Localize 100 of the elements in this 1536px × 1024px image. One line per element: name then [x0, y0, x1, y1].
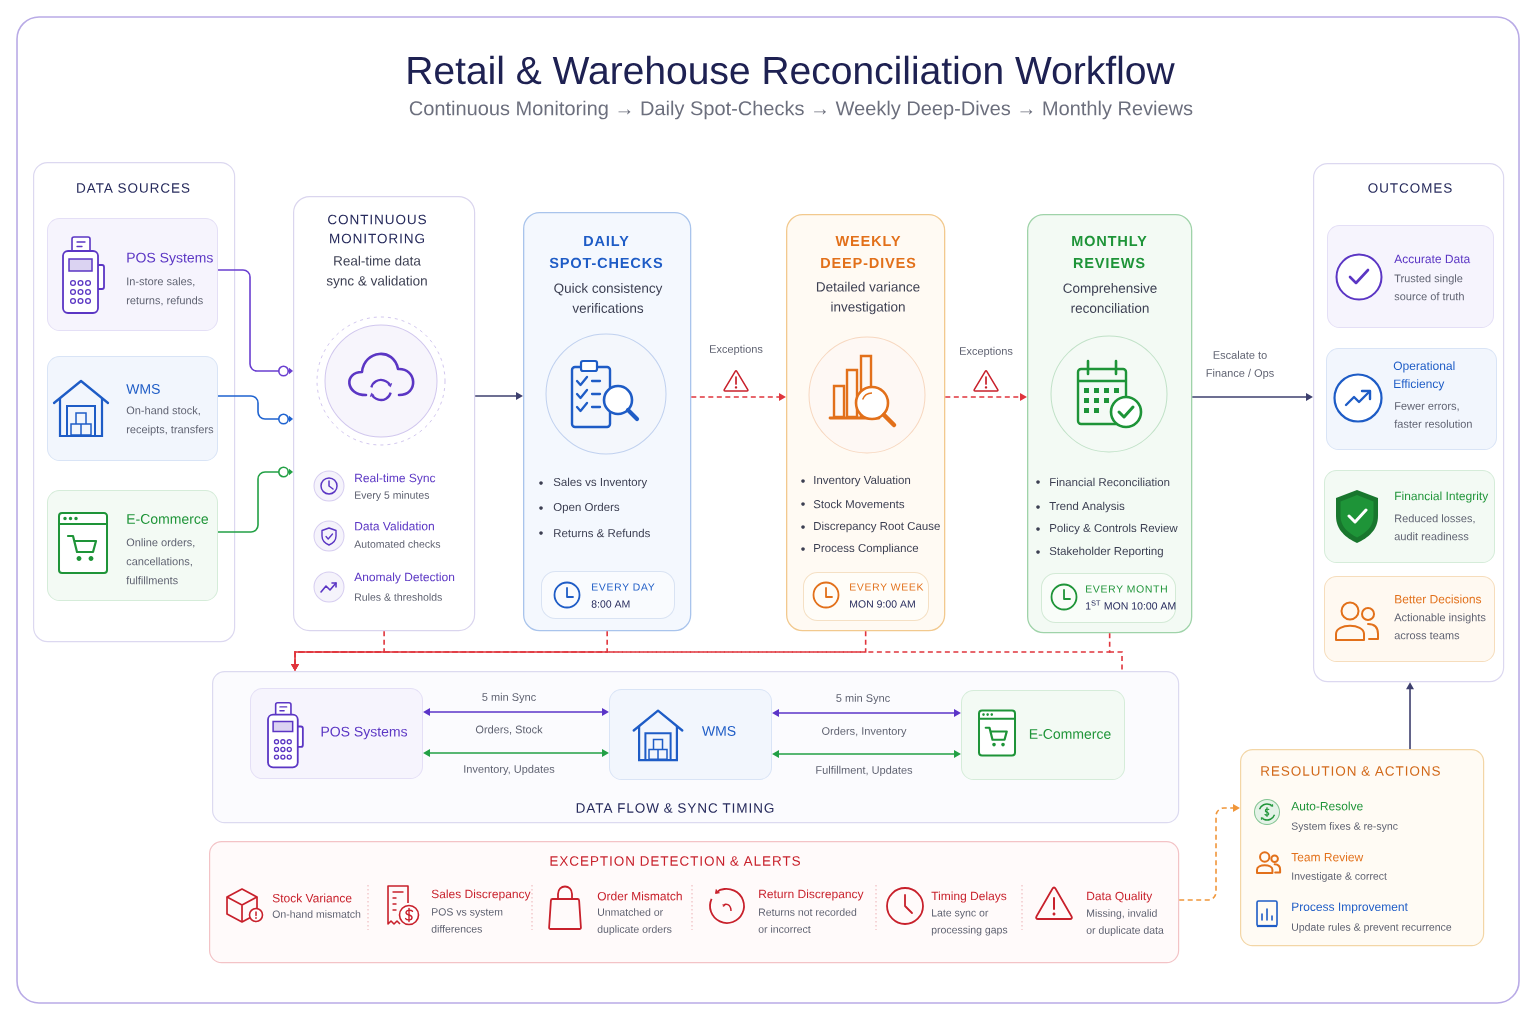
dashed-arrow	[944, 393, 1027, 401]
double-arrow	[772, 709, 961, 717]
item-text: Late sync or processing gaps	[931, 909, 1008, 936]
double-arrow	[772, 750, 961, 758]
title: Retail & Warehouse Reconciliation Workflow	[408, 55, 1175, 85]
schedule-label: EVERY WEEK	[850, 583, 924, 591]
item-title: Order Mismatch	[597, 891, 682, 901]
item-text: Rules & thresholds	[355, 593, 442, 601]
item-text: Update rules & prevent recurrence	[1292, 923, 1452, 933]
item-title: Sales Discrepancy	[431, 889, 531, 901]
item-text: POS vs system differences	[431, 908, 503, 933]
item-text: On-hand mismatch	[272, 910, 361, 918]
item-text: Unmatched or duplicate orders	[597, 908, 672, 935]
card-title: Financial Integrity	[1395, 491, 1489, 503]
system-box	[250, 688, 423, 779]
card-text: Actionable insights across teams	[1394, 613, 1486, 640]
item-text: Every 5 minutes	[355, 491, 430, 501]
item-title: Stock Variance	[272, 893, 352, 903]
panel-heading: RESOLUTION & ACTIONS	[1261, 766, 1440, 776]
schedule-label: EVERY DAY	[592, 583, 655, 591]
stage-card	[293, 196, 476, 632]
card-text: Trusted single source of truth	[1394, 274, 1464, 301]
edge-label: Inventory, Updates	[461, 763, 557, 777]
stage-heading: MONTHLY REVIEWS	[1072, 235, 1147, 269]
double-arrow	[423, 708, 609, 716]
item-text: Investigate & correct	[1292, 872, 1387, 882]
schedule-badge	[1041, 573, 1176, 623]
arrow	[1191, 393, 1313, 401]
list-item: Stock Movements	[813, 499, 905, 509]
list-item: Discrepancy Root Cause	[814, 521, 940, 533]
system-name: E-Commerce	[1029, 729, 1111, 739]
stage-subtitle: Comprehensive reconciliation	[1063, 283, 1157, 313]
stage-card	[786, 214, 946, 632]
edge-label: Fulfillment, Updates	[813, 764, 915, 778]
actions-panel	[1240, 749, 1485, 947]
panel-heading: OUTCOMES	[1368, 183, 1452, 193]
item-title: Timing Delays	[931, 891, 1007, 903]
card-text: On-hand stock, receipts, transfers	[126, 406, 214, 436]
dashed-arrow	[1178, 804, 1240, 901]
item-title: Data Quality	[1087, 891, 1153, 903]
dashed-arrow	[690, 393, 786, 401]
source-card	[47, 218, 218, 331]
list-item: Returns & Refunds	[554, 528, 650, 538]
schedule-badge	[541, 571, 675, 619]
stage-heading: DAILY SPOT-CHECKS	[549, 235, 663, 269]
list-item: Open Orders	[553, 502, 620, 514]
list-item: Policy & Controls Review	[1050, 523, 1178, 535]
item-text: Automated checks	[354, 540, 441, 548]
schedule-time: MON 9:00 AM	[850, 600, 915, 608]
card-title: WMS	[126, 384, 160, 394]
source-card	[47, 490, 218, 601]
arrow	[474, 392, 523, 400]
item-title: Anomaly Detection	[354, 572, 455, 584]
panel-heading: EXCEPTION DETECTION & ALERTS	[550, 856, 800, 866]
outcome-card	[1327, 225, 1494, 328]
card-title: POS Systems	[127, 252, 213, 266]
item-text: Missing, invalid or duplicate data	[1086, 909, 1164, 936]
double-arrow	[423, 749, 609, 757]
system-name: POS Systems	[321, 726, 408, 740]
list-item: Trend Analysis	[1049, 501, 1125, 513]
item-title: Team Review	[1291, 852, 1364, 862]
stage-card	[523, 212, 692, 632]
edge-label: Exceptions	[957, 345, 1015, 359]
item-title: Real-time Sync	[355, 473, 436, 485]
dashed-arrow	[291, 632, 1111, 671]
list-item: Sales vs Inventory	[553, 477, 648, 489]
panel-heading: DATA FLOW & SYNC TIMING	[576, 803, 774, 813]
card-title: Better Decisions	[1395, 594, 1482, 604]
connector	[217, 395, 293, 425]
alert-panel	[209, 841, 1180, 964]
outcome-card	[1324, 576, 1495, 662]
panel-heading: DATA SOURCES	[77, 183, 190, 193]
stage-heading: WEEKLY DEEP-DIVES	[821, 235, 916, 269]
card-text: In-store sales, returns, refunds	[126, 277, 203, 306]
edge-label: Exceptions	[707, 343, 765, 357]
card-title: E-Commerce	[127, 514, 209, 524]
list-item: Inventory Valuation	[814, 475, 911, 487]
stage-subtitle: Detailed variance investigation	[816, 281, 920, 315]
connector	[217, 269, 293, 377]
edge-label: Escalate to Finance / Ops	[1204, 349, 1276, 381]
list-item: Process Compliance	[814, 543, 919, 555]
card-title: Operational Efficiency	[1393, 361, 1455, 391]
stage-card	[1027, 214, 1193, 634]
item-text: Returns not recorded or incorrect	[758, 908, 857, 933]
system-box	[609, 689, 772, 780]
system-name: WMS	[701, 726, 736, 736]
stage-subtitle: Real-time data sync & validation	[326, 255, 427, 289]
outcome-card	[1324, 470, 1495, 563]
stage-heading: CONTINUOUS MONITORING	[328, 214, 426, 244]
schedule-badge	[803, 572, 929, 621]
outcome-card	[1326, 348, 1497, 450]
item-text: System fixes & re-sync	[1291, 822, 1398, 832]
card-text: Reduced losses, audit readiness	[1394, 514, 1475, 541]
schedule-label: EVERY MONTH	[1086, 585, 1167, 593]
stage-subtitle: Quick consistency verifications	[554, 283, 663, 313]
card-text: Fewer errors, faster resolution	[1394, 402, 1472, 428]
connector	[217, 466, 293, 533]
list-item: Stakeholder Reporting	[1049, 546, 1163, 558]
schedule-time: 1$^{ST}$ MON 10:00 AM	[1086, 600, 1176, 610]
item-title: Process Improvement	[1292, 902, 1408, 914]
